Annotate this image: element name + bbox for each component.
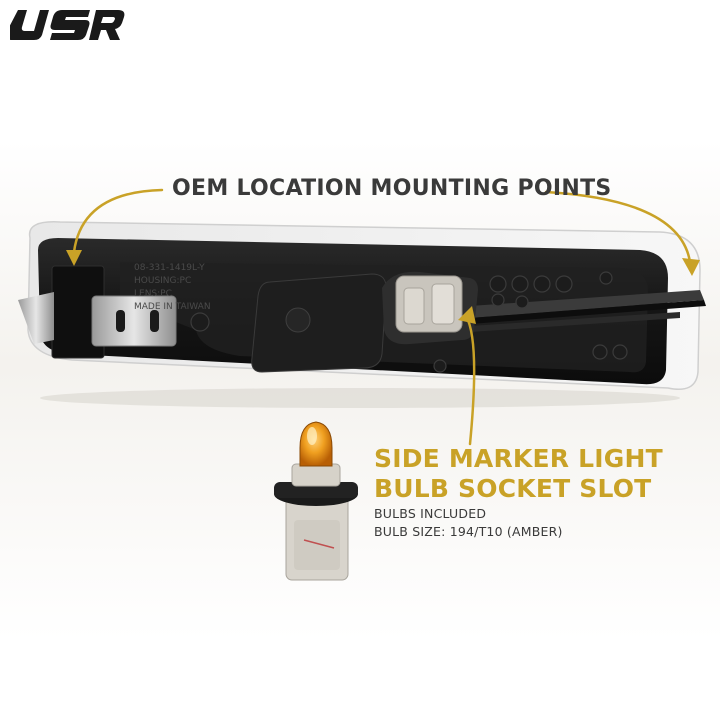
housing-material-label: HOUSING:PC [134, 276, 191, 286]
socket-title-line2: BULB SOCKET SLOT [374, 474, 652, 503]
socket-title-line1: SIDE MARKER LIGHT [374, 444, 663, 473]
housing-part-number: 08-331-1419L-Y [134, 263, 205, 273]
origin-label: MADE IN TAIWAN [134, 302, 211, 312]
bulb-size-note: BULB SIZE: 194/T10 (AMBER) [374, 524, 563, 539]
mounting-points-callout: OEM LOCATION MOUNTING POINTS [172, 176, 612, 201]
lens-material-label: LENS:PC [134, 289, 172, 299]
bulb-image [274, 421, 358, 581]
usr-logo [10, 10, 125, 40]
socket-slot-title: SIDE MARKER LIGHT BULB SOCKET SLOT [374, 444, 663, 504]
bulbs-included-note: BULBS INCLUDED [374, 506, 487, 521]
arrow-icon [72, 188, 692, 446]
